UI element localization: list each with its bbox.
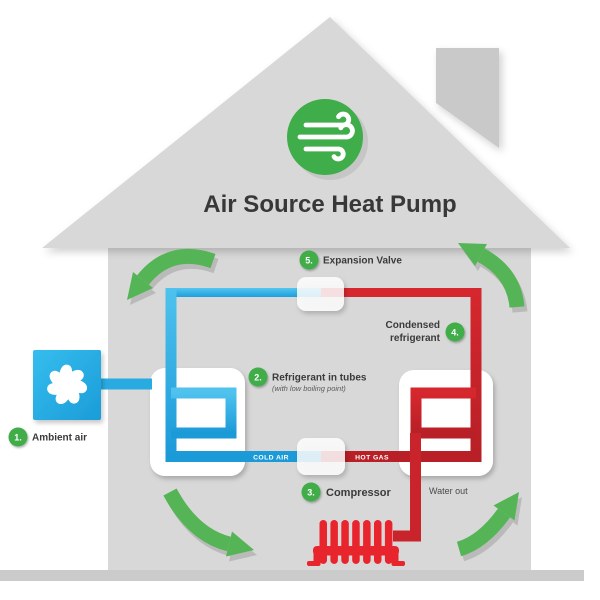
cold-air-pipe-label: COLD AIR <box>253 455 289 462</box>
label-refrigerant-note: (with low boiling point) <box>272 384 346 393</box>
curved-arrow-bottom-right-icon <box>456 492 519 557</box>
chimney <box>436 48 499 148</box>
flow-arrows <box>127 243 525 557</box>
badge-4-number: 4. <box>451 327 459 337</box>
hot-gas-pipe-label: HOT GAS <box>355 455 389 462</box>
label-condensed-line2: refrigerant <box>390 333 441 344</box>
label-condensed-line1: Condensed <box>386 320 440 331</box>
badge-5 <box>299 250 319 270</box>
badge-3-number: 3. <box>307 487 315 497</box>
fan-pipe <box>99 378 152 390</box>
step-badges: 1. 2. 3. 4. 5. <box>8 250 465 502</box>
curved-arrow-bottom-left-icon <box>163 488 254 557</box>
label-ambient-air: Ambient air <box>32 433 87 444</box>
badge-1 <box>8 427 28 447</box>
water-out-label: Water out <box>429 486 468 496</box>
badge-5-number: 5. <box>305 255 313 265</box>
curved-arrow-top-right-icon <box>458 243 525 308</box>
badge-1-number: 1. <box>14 432 22 442</box>
fan-icon <box>46 364 89 407</box>
badge-4 <box>445 322 465 342</box>
ground-strip <box>0 570 584 581</box>
fan-unit <box>33 350 101 420</box>
wind-icon-glyph <box>297 111 355 162</box>
curved-arrow-top-left-icon <box>127 248 216 300</box>
label-expansion-valve: Expansion Valve <box>323 256 402 267</box>
badge-2-number: 2. <box>254 372 262 382</box>
badge-3 <box>301 482 321 502</box>
label-compressor: Compressor <box>326 487 392 499</box>
label-refrigerant: Refrigerant in tubes <box>272 373 367 384</box>
wind-icon <box>287 99 368 180</box>
pipe-top-cold <box>165 288 321 297</box>
water-out-pipe <box>393 433 421 542</box>
badge-2 <box>248 367 268 387</box>
expansion-valve-box <box>297 277 344 311</box>
radiator-icon <box>307 520 405 566</box>
evaporator-coil <box>165 288 321 462</box>
pipe-top-hot <box>321 288 482 297</box>
compressor-box <box>297 438 345 475</box>
condenser-coil <box>321 288 482 462</box>
page-title: Air Source Heat Pump <box>203 191 456 218</box>
